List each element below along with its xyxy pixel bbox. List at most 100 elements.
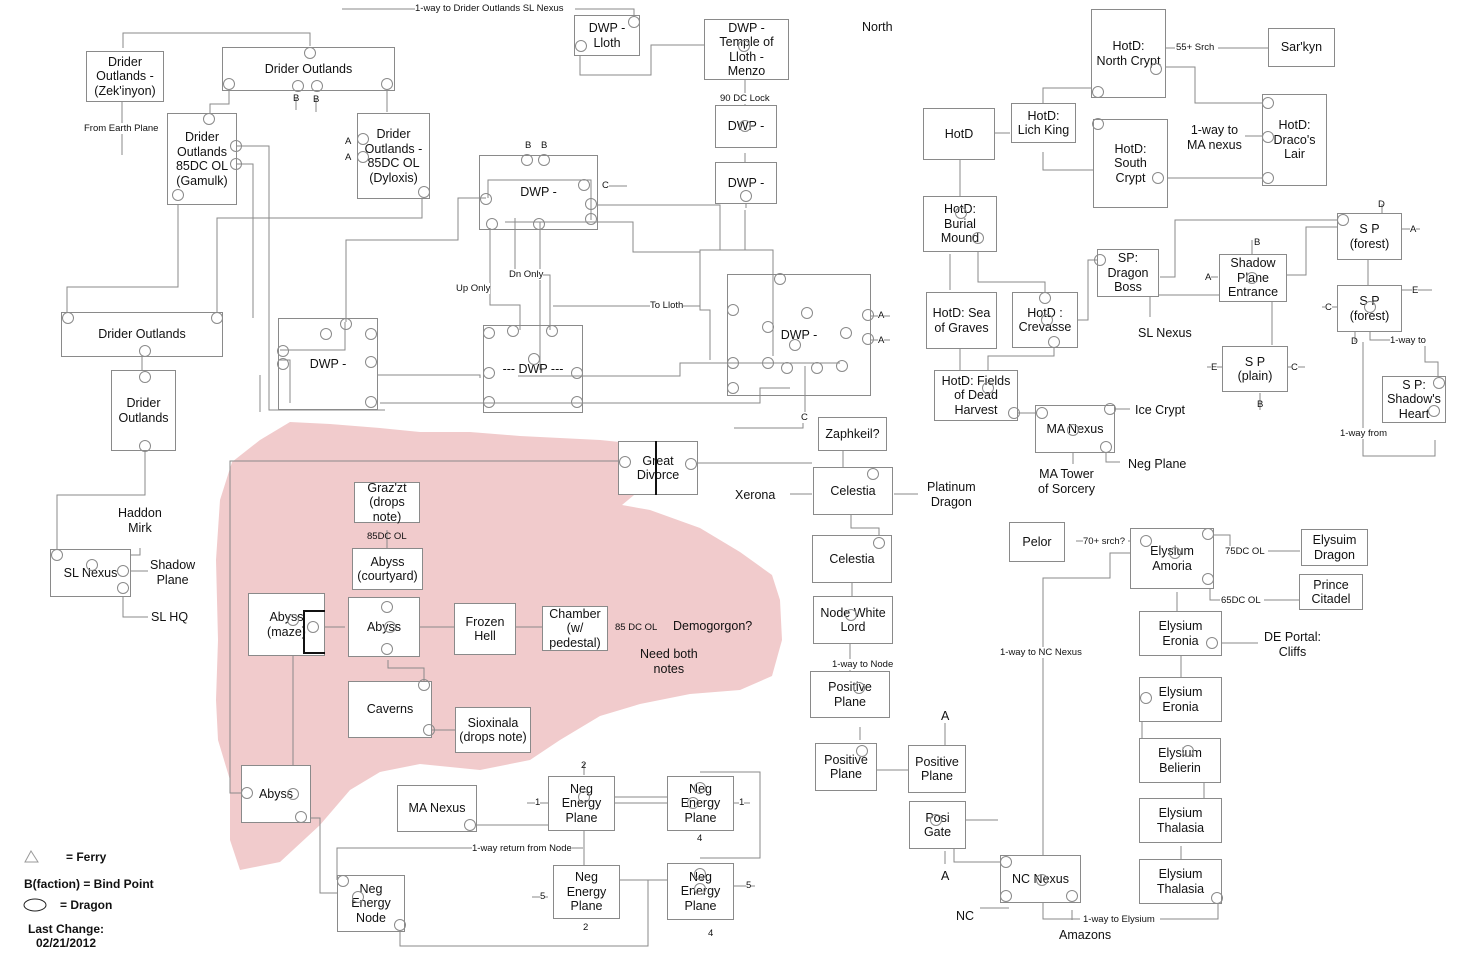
port-circle	[930, 814, 942, 826]
port-circle	[486, 218, 498, 230]
node-hotd-fields[interactable]: HotD: Fields of Dead Harvest	[934, 370, 1018, 421]
node-drider-dyloxis[interactable]: Drider Outlands - 85DC OL (Dyloxis)	[357, 113, 430, 199]
node-hotd-north-crypt[interactable]: HotD: North Crypt	[1091, 9, 1166, 98]
port-circle	[789, 339, 801, 351]
label-from-earth-plane: From Earth Plane	[84, 123, 159, 134]
port-circle	[840, 327, 852, 339]
port-circle	[139, 371, 151, 383]
port-circle	[1428, 405, 1440, 417]
node-elysium-dragon[interactable]: Elysuim Dragon	[1301, 529, 1368, 566]
label-b: B	[293, 93, 300, 104]
label-85-dc-ol: 85 DC OL	[615, 622, 658, 633]
port-circle	[1246, 272, 1258, 284]
legend-ferry: = Ferry	[66, 850, 107, 864]
node-celestia-1[interactable]: Celestia	[813, 467, 893, 515]
port-circle	[740, 190, 752, 202]
divider-bar	[655, 441, 657, 495]
port-circle	[304, 47, 316, 59]
node-pelor[interactable]: Pelor	[1009, 522, 1065, 562]
node-elysium-eronia-1[interactable]: Elysium Eronia	[1139, 611, 1222, 656]
port-circle	[1036, 407, 1048, 419]
label-sl-hq: SL HQ	[151, 610, 189, 624]
node-caverns[interactable]: Caverns	[348, 681, 432, 738]
port-circle	[694, 782, 706, 794]
label-2: 2	[583, 922, 589, 933]
node-neg-energy-plane-2[interactable]: Neg Energy Plane	[667, 776, 734, 831]
node-sp-plain[interactable]: S P (plain)	[1222, 346, 1288, 392]
label-oneway-to-node: 1-way to Node	[832, 659, 894, 670]
port-circle	[384, 621, 396, 633]
node-positive-plane-3[interactable]: Positive Plane	[908, 745, 966, 793]
node-chamber-pedestal[interactable]: Chamber (w/ pedestal)	[542, 606, 608, 651]
node-hotd-crevasse[interactable]: HotD : Crevasse	[1012, 292, 1078, 348]
port-circle	[223, 78, 235, 90]
label-a: A	[345, 136, 352, 147]
port-circle	[1202, 528, 1214, 540]
legend-dragon: = Dragon	[60, 898, 113, 912]
node-ma-nexus-low[interactable]: MA Nexus	[397, 785, 477, 832]
node-neg-energy-plane-3[interactable]: Neg Energy Plane	[553, 865, 620, 919]
port-circle	[211, 312, 223, 324]
node-hotd-lich-king[interactable]: HotD: Lich King	[1011, 103, 1076, 143]
label-85dc-ol: 85DC OL	[367, 531, 407, 542]
port-circle	[1036, 874, 1048, 886]
node-hotd-south-crypt[interactable]: HotD: South Crypt	[1093, 119, 1168, 208]
node-sp-dragon-boss[interactable]: SP: Dragon Boss	[1097, 249, 1159, 297]
node-sarkyn[interactable]: Sar'kyn	[1268, 28, 1335, 67]
node-abyss-courtyard[interactable]: Abyss (courtyard)	[352, 548, 423, 590]
port-circle	[311, 80, 323, 92]
node-positive-plane-1[interactable]: Positive Plane	[810, 671, 890, 718]
node-sioxinala[interactable]: Sioxinala (drops note)	[455, 707, 531, 753]
node-hotd[interactable]: HotD	[923, 108, 995, 160]
node-dwp-5[interactable]: --- DWP ---	[483, 325, 583, 413]
node-frozen-hell[interactable]: Frozen Hell	[454, 603, 516, 655]
port-circle	[464, 819, 476, 831]
node-drider-outlands-mid[interactable]: Drider Outlands	[61, 312, 223, 357]
node-node-white-lord[interactable]: Node White Lord	[813, 596, 893, 644]
node-hotd-sea-of-graves[interactable]: HotD: Sea of Graves	[926, 292, 997, 349]
label-dn-only: Dn Only	[509, 269, 544, 280]
port-circle	[685, 458, 697, 470]
node-neg-energy-plane-1[interactable]: Neg Energy Plane	[548, 776, 615, 831]
port-circle	[1150, 63, 1162, 75]
port-circle	[528, 353, 540, 365]
port-circle	[1169, 547, 1181, 559]
label-oneway-to: 1-way to	[1390, 335, 1426, 346]
node-elysium-thalasia-1[interactable]: Elysium Thalasia	[1139, 798, 1222, 843]
label-oneway-to-nc-nexus: 1-way to NC Nexus	[1000, 647, 1082, 658]
port-circle	[811, 362, 823, 374]
port-circle	[172, 189, 184, 201]
port-circle	[856, 745, 868, 757]
label-de-portal-cliffs: DE Portal: Cliffs	[1264, 630, 1321, 659]
label-70-srch: 70+ srch?	[1083, 536, 1125, 547]
node-drider-zekinyon[interactable]: Drider Outlands - (Zek'inyon)	[86, 51, 164, 102]
node-neg-energy-node[interactable]: Neg Energy Node	[337, 875, 405, 932]
node-drider-outlands-low[interactable]: Drider Outlands	[111, 370, 176, 451]
node-elysium-eronia-2[interactable]: Elysium Eronia	[1139, 677, 1222, 722]
port-circle	[1433, 377, 1445, 389]
node-prince-citadel[interactable]: Prince Citadel	[1299, 574, 1363, 610]
node-elysium-thalasia-2[interactable]: Elysium Thalasia	[1139, 859, 1222, 904]
port-circle	[357, 151, 369, 163]
node-great-divorce[interactable]: Great Divorce	[618, 441, 698, 495]
port-circle	[51, 549, 63, 561]
node-grazzt[interactable]: Graz'zt (drops note)	[354, 481, 420, 524]
node-elysium-belierin[interactable]: Elysium Belierin	[1139, 738, 1221, 783]
label-1: 1	[535, 797, 541, 808]
port-circle	[585, 213, 597, 225]
node-hotd-burial-mound[interactable]: HotD: Burial Mound	[923, 196, 997, 252]
label-neg-plane: Neg Plane	[1128, 457, 1187, 471]
port-circle	[801, 307, 813, 319]
port-circle	[1008, 407, 1020, 419]
port-circle	[762, 357, 774, 369]
port-circle	[1094, 254, 1106, 266]
port-circle	[483, 396, 495, 408]
port-circle	[1206, 637, 1218, 649]
port-circle	[418, 679, 430, 691]
node-zaphkeil[interactable]: Zaphkeil?	[818, 417, 887, 451]
port-circle	[727, 304, 739, 316]
compass-north: North	[862, 20, 893, 34]
label-oneway-from: 1-way from	[1340, 428, 1387, 439]
label-need-both-notes: Need both notes	[640, 647, 698, 676]
label-a: A	[878, 335, 885, 346]
